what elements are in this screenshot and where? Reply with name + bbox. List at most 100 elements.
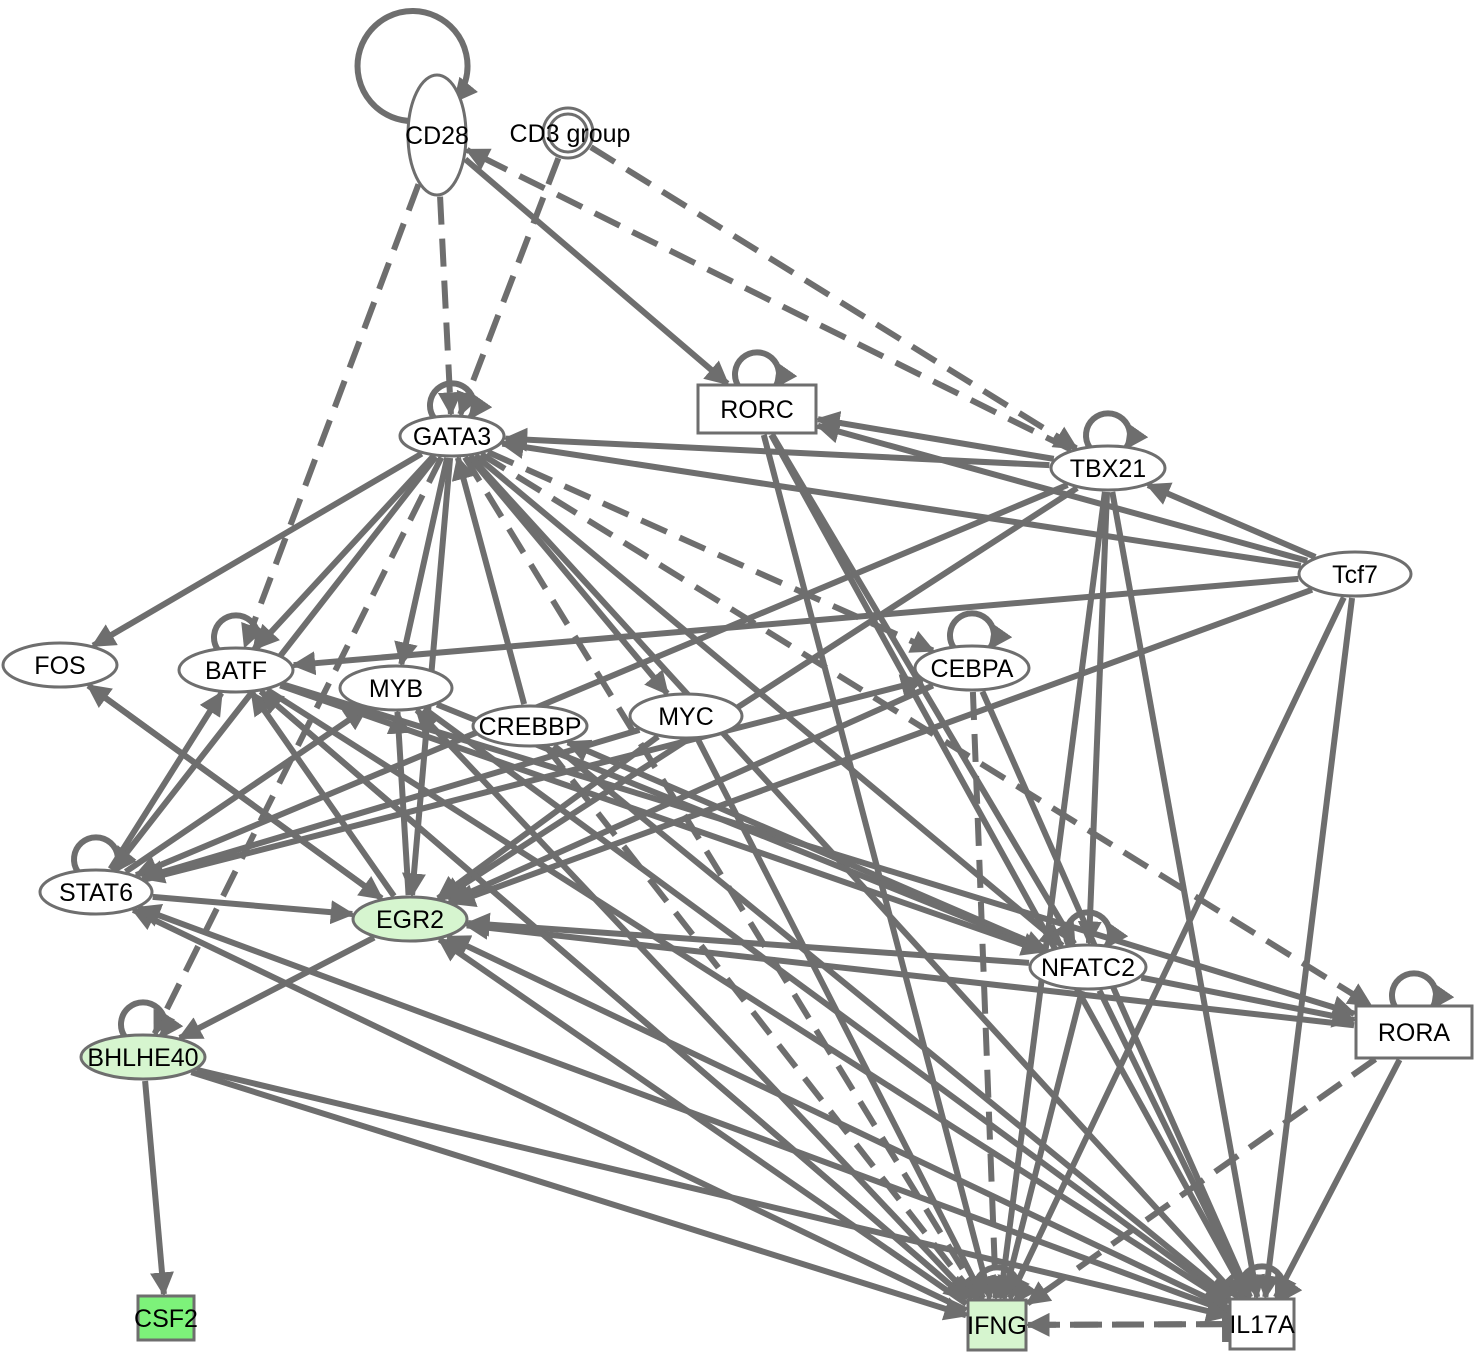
self-loop-stat6 xyxy=(71,834,137,874)
node-label: BHLHE40 xyxy=(87,1044,198,1072)
edge-bhlhe40-to-il17a xyxy=(195,1066,1231,1323)
edge-myc-to-ifng xyxy=(695,737,986,1301)
self-loop-nfatc2 xyxy=(1063,909,1129,949)
edge-cd28-to-gata3 xyxy=(437,196,462,417)
node-label: CD28 xyxy=(405,122,469,150)
node-tbx21[interactable]: TBX21 xyxy=(1049,444,1167,492)
node-label: NFATC2 xyxy=(1041,954,1135,982)
edge-bhlhe40-to-ifng xyxy=(190,1069,969,1321)
edge-tcf7-to-gata3 xyxy=(499,435,1302,569)
edge-stat6-to-egr2 xyxy=(152,893,355,925)
node-nfatc2[interactable]: NFATC2 xyxy=(1028,943,1148,991)
node-gata3[interactable]: GATA3 xyxy=(398,414,506,458)
edge-bhlhe40-to-csf2 xyxy=(142,1080,174,1297)
edge-rora-to-ifng xyxy=(1025,1056,1378,1306)
node-shape xyxy=(628,692,744,740)
self-loop-ifng xyxy=(972,1264,1038,1304)
node-cd28[interactable]: CD28 xyxy=(405,73,469,197)
edge-egr2-to-batf xyxy=(249,690,397,898)
node-shape xyxy=(136,1294,196,1342)
edge-il17a-to-stat6 xyxy=(136,904,1230,1315)
node-label: IFNG xyxy=(967,1312,1027,1340)
self-loop-gata3 xyxy=(427,380,493,420)
edge-cd28-to-rorc xyxy=(463,156,730,386)
edge-nfatc2-to-egr2 xyxy=(465,912,1030,966)
node-ifng[interactable]: IFNG xyxy=(966,1298,1028,1352)
edge-gata3-to-rora xyxy=(479,451,1373,1008)
node-label: FOS xyxy=(34,652,85,680)
node-label: CEBPA xyxy=(931,655,1014,683)
node-label: MYB xyxy=(369,675,423,703)
node-shape xyxy=(1028,943,1148,991)
node-myb[interactable]: MYB xyxy=(338,664,454,712)
edge-nfatc2-to-crebbp xyxy=(565,739,1050,953)
self-loop-cd28 xyxy=(354,8,478,125)
node-shape xyxy=(351,895,469,943)
node-rora[interactable]: RORA xyxy=(1354,1004,1474,1060)
edge-gata3-to-il17a xyxy=(468,454,1241,1300)
edge-nfatc2-to-rora xyxy=(1140,974,1357,1028)
node-stat6[interactable]: STAT6 xyxy=(38,868,154,916)
node-tcf7[interactable]: Tcf7 xyxy=(1297,550,1413,598)
edge-cd3group-to-gata3 xyxy=(456,157,562,417)
edge-crebbp-to-gata3 xyxy=(451,455,528,705)
self-loop-il17a xyxy=(1237,1263,1303,1303)
edge-tbx21-to-stat6 xyxy=(133,482,1069,878)
node-csf2[interactable]: CSF2 xyxy=(134,1294,198,1342)
node-cebpa[interactable]: CEBPA xyxy=(913,644,1031,692)
node-shape xyxy=(1228,1297,1296,1351)
edge-ifng-to-batf xyxy=(258,689,969,1302)
edge-cd28-to-batf xyxy=(241,183,422,649)
node-bhlhe40[interactable]: BHLHE40 xyxy=(79,1033,207,1081)
edge-gata3-to-ifng xyxy=(462,455,984,1301)
node-myc[interactable]: MYC xyxy=(628,692,744,740)
node-il17a[interactable]: IL17A xyxy=(1228,1297,1296,1351)
node-crebbp[interactable]: CREBBP xyxy=(471,704,589,748)
edge-crebbp-to-il17a xyxy=(552,743,1232,1301)
edge-ifng-to-il17a xyxy=(1027,1306,1235,1343)
node-shape xyxy=(38,868,154,916)
node-label: MYC xyxy=(658,703,714,731)
node-egr2[interactable]: EGR2 xyxy=(351,895,469,943)
node-label: Tcf7 xyxy=(1332,561,1378,589)
node-label: EGR2 xyxy=(376,906,444,934)
node-shape xyxy=(471,704,589,748)
edge-gata3-to-bhlhe40 xyxy=(151,456,445,1036)
self-loop-batf xyxy=(211,612,277,652)
edge-stat6-to-myb xyxy=(123,705,369,875)
edge-gata3-to-batf xyxy=(254,454,436,650)
self-loop-rora xyxy=(1389,970,1455,1010)
node-label: CREBBP xyxy=(479,713,582,741)
edges-layer xyxy=(86,144,1403,1343)
node-shape xyxy=(79,1033,207,1081)
self-loop-tbx21 xyxy=(1083,410,1149,450)
edge-tcf7-to-rorc xyxy=(815,419,1309,564)
edge-ifng-to-myb xyxy=(414,708,975,1301)
node-shape xyxy=(913,644,1031,692)
edge-fos-to-egr2 xyxy=(86,683,384,901)
node-batf[interactable]: BATF xyxy=(177,646,295,694)
edge-tbx21-to-egr2 xyxy=(438,485,1079,902)
edge-gata3-to-myb xyxy=(394,457,451,667)
edge-tcf7-to-tbx21 xyxy=(1145,482,1317,560)
edge-cebpa-to-il17a xyxy=(979,690,1253,1300)
node-shape xyxy=(1354,1004,1474,1060)
edge-myb-to-il17a xyxy=(422,706,1231,1302)
edge-tcf7-to-il17a xyxy=(1256,597,1356,1300)
edge-batf-to-nfatc2 xyxy=(279,682,1046,956)
edge-cebpa-to-ifng xyxy=(969,691,1008,1301)
node-shape xyxy=(1,641,119,689)
node-fos[interactable]: FOS xyxy=(1,641,119,689)
edge-rora-to-egr2 xyxy=(464,915,1355,1029)
node-cd3group[interactable]: CD3 group xyxy=(510,106,631,160)
edge-crebbp-to-ifng xyxy=(543,745,979,1301)
node-shape xyxy=(966,1298,1028,1352)
node-rorc[interactable]: RORC xyxy=(696,383,818,435)
node-label: RORA xyxy=(1378,1019,1451,1047)
node-label: GATA3 xyxy=(413,423,491,451)
edge-egr2-to-bhlhe40 xyxy=(177,934,376,1041)
node-shape xyxy=(1049,444,1167,492)
node-label: TBX21 xyxy=(1070,455,1146,483)
